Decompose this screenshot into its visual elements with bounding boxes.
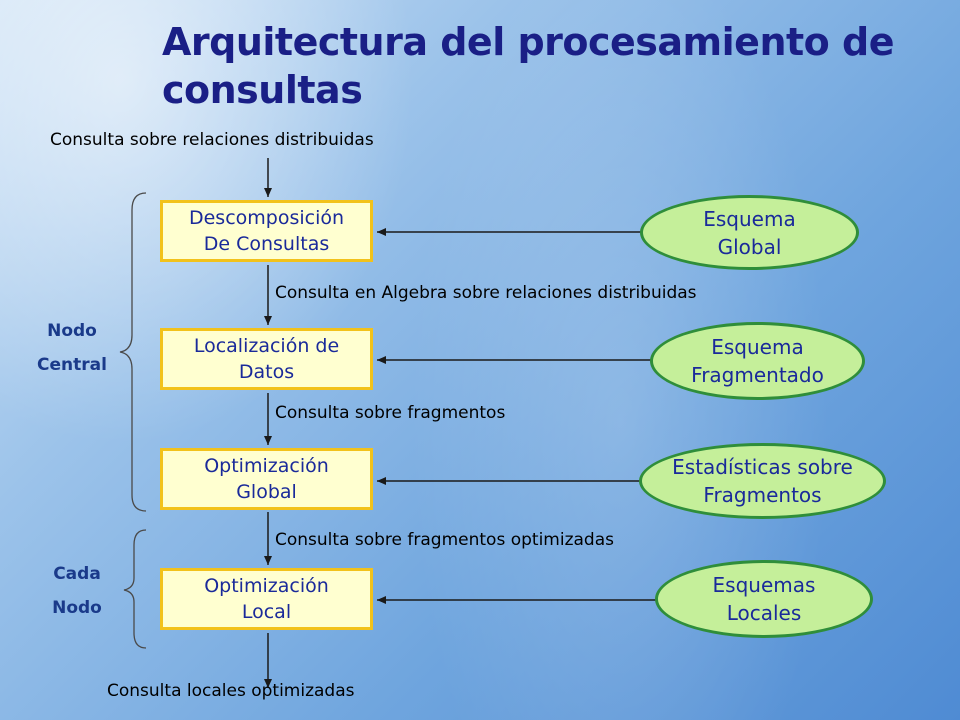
label-output-query: Consulta locales optimizadas bbox=[107, 681, 355, 701]
brace-each bbox=[123, 529, 147, 649]
group-label-each-node: Cada Nodo bbox=[52, 564, 102, 618]
page-title: Arquitectura del procesamiento de consul… bbox=[162, 20, 894, 112]
group-label-central-node: Nodo Central bbox=[37, 321, 107, 375]
label-algebra-query: Consulta en Algebra sobre relaciones dis… bbox=[275, 283, 697, 303]
label-optimized-fragment-query: Consulta sobre fragmentos optimizadas bbox=[275, 530, 614, 550]
label-fragment-query: Consulta sobre fragmentos bbox=[275, 403, 506, 423]
label-input-query: Consulta sobre relaciones distribuidas bbox=[50, 130, 374, 150]
brace-central bbox=[119, 192, 147, 512]
